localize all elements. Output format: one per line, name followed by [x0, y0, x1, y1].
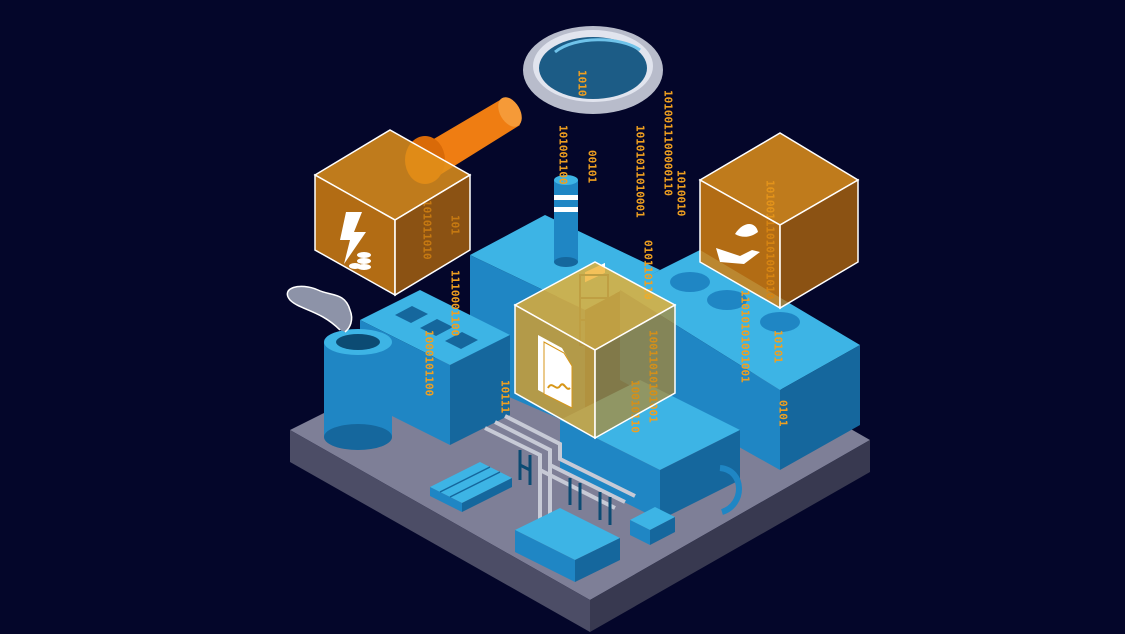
- svg-text:1010: 1010: [576, 70, 589, 97]
- pipe-network: [484, 414, 636, 520]
- hand-leaf-icon: [716, 224, 760, 264]
- lightning-coins-icon: [340, 212, 371, 270]
- svg-text:1000101100: 1000101100: [423, 330, 436, 396]
- svg-text:010110110: 010110110: [642, 240, 655, 300]
- roof-tanks: [670, 272, 800, 332]
- solar-panel-unit: [430, 462, 512, 512]
- curved-pipe: [719, 465, 742, 515]
- cooling-tower: [554, 175, 578, 267]
- svg-text:1010010: 1010010: [675, 170, 688, 216]
- svg-text:1010011100000110: 1010011100000110: [662, 90, 675, 196]
- svg-text:10101: 10101: [772, 330, 785, 363]
- cube-document: [513, 261, 677, 440]
- svg-text:10111: 10111: [499, 380, 512, 413]
- svg-text:101001100: 101001100: [557, 125, 570, 185]
- pipe-supports: [518, 450, 612, 525]
- document-signature-icon: [538, 335, 573, 409]
- svg-text:10101011010001: 10101011010001: [634, 125, 647, 218]
- svg-text:11010101001001: 11010101001001: [739, 290, 752, 383]
- svg-text:00101: 00101: [586, 150, 599, 183]
- cube-sustainability: [698, 132, 860, 310]
- left-building: [360, 290, 510, 445]
- cube-energy: [313, 129, 472, 297]
- svg-text:1110001100: 1110001100: [449, 270, 462, 336]
- smokestack-icon: [286, 285, 392, 450]
- svg-text:0101: 0101: [777, 400, 790, 427]
- small-equipment: [630, 507, 675, 545]
